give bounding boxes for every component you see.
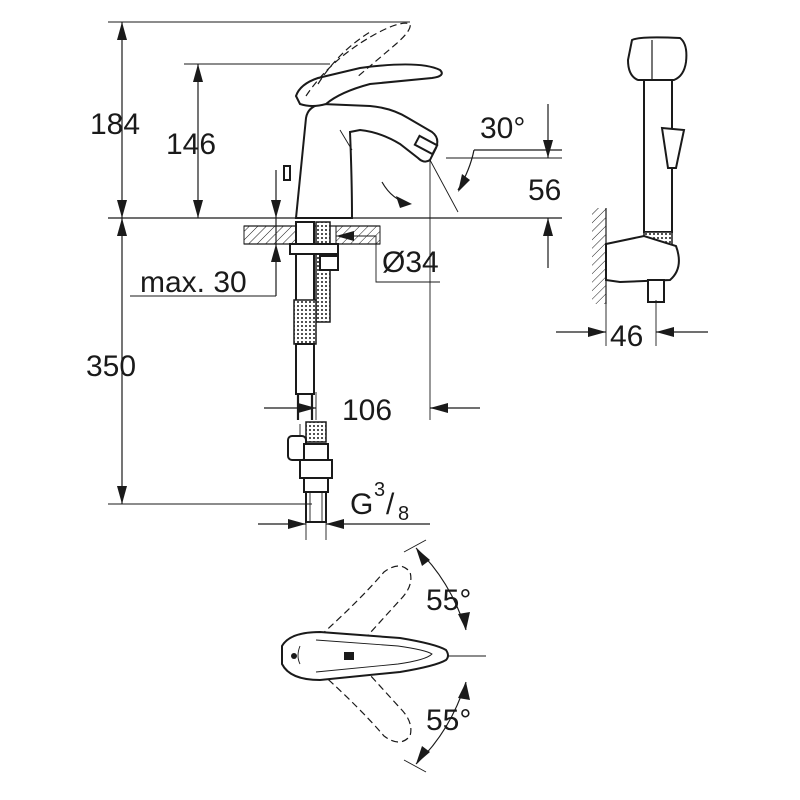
dimension-lines <box>108 21 562 540</box>
dim-connection-sup: 3 <box>374 479 385 501</box>
faucet-side-view <box>108 22 562 523</box>
hand-shower-view <box>556 36 708 346</box>
handle-top-view <box>281 539 486 773</box>
dim-handle-angle-top: 55° <box>426 584 471 617</box>
dim-spout-clearance: 56 <box>528 174 561 207</box>
dim-handle-angle-bottom: 55° <box>426 704 471 737</box>
dimension-labels: 184 146 30° 56 Ø34 max. 30 350 106 G 3 /… <box>86 108 643 737</box>
dim-deck-thickness: max. 30 <box>140 266 247 299</box>
dim-shower-offset: 46 <box>610 320 643 353</box>
dim-height-total: 184 <box>90 108 140 141</box>
dim-connection-slash: / <box>386 488 395 521</box>
dim-connection-sub: 8 <box>398 503 409 525</box>
dim-hose-length: 350 <box>86 350 136 383</box>
dim-spout-angle: 30° <box>480 112 525 145</box>
dim-connection-main: G <box>350 488 373 521</box>
dim-height-spout: 146 <box>166 128 216 161</box>
dim-hole-diameter: Ø34 <box>382 246 439 279</box>
dim-spout-reach: 106 <box>342 394 392 427</box>
